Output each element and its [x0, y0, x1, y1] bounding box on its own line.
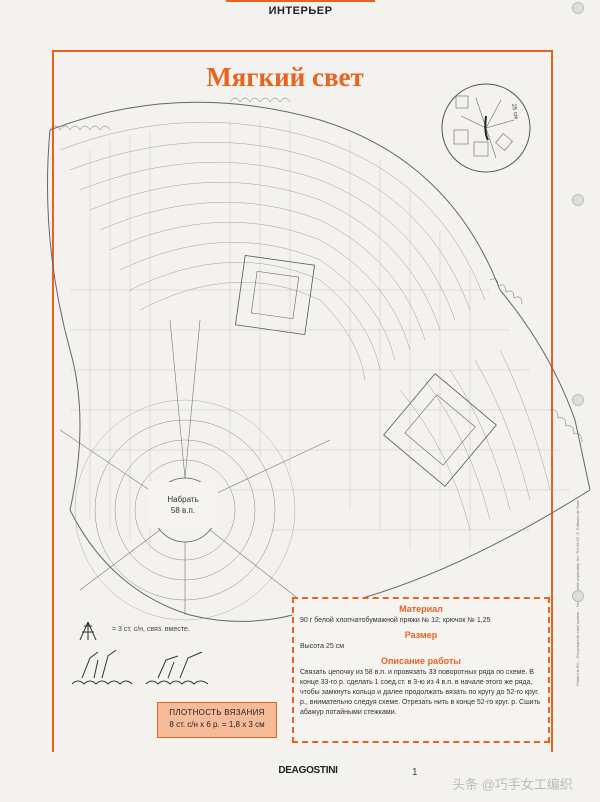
- section-label: ИНТЕРЬЕР: [268, 5, 333, 17]
- gauge-heading: ПЛОТНОСТЬ ВЯЗАНИЯ: [169, 708, 265, 717]
- binder-hole-4: [572, 590, 584, 602]
- thumbnail-size-label: 25 см: [510, 103, 519, 119]
- page-frame: [52, 50, 553, 752]
- size-heading: Размер: [404, 630, 438, 640]
- crochet-chart: [47, 97, 591, 622]
- binder-hole-1: [572, 2, 584, 14]
- center-start-label: Набрать 58 в.п.: [148, 482, 218, 528]
- page-title: Мягкий свет: [200, 60, 370, 94]
- binder-hole-2: [572, 194, 584, 206]
- gauge-box: ПЛОТНОСТЬ ВЯЗАНИЯ 8 ст. с/н х 6 р. = 1,8…: [157, 702, 277, 738]
- material-heading: Материал: [399, 604, 443, 614]
- lampshade-thumbnail: 25 см: [441, 83, 531, 173]
- binder-hole-3: [572, 394, 584, 406]
- center-label-line-1: Набрать: [167, 495, 199, 504]
- material-text: 90 г белой хлопчатобумажной пряжи № 12; …: [300, 617, 491, 624]
- gauge-value: 8 ст. с/н х 6 р. = 1,8 х 3 см: [169, 720, 265, 729]
- legend-text: = 3 ст. с/н, связ. вместе.: [112, 626, 190, 633]
- header-bar: [226, 0, 375, 2]
- size-text: Высота 25 см: [300, 643, 345, 650]
- cluster-stitch-icon: [79, 621, 97, 641]
- watermark: 头条 @巧手女工编织: [452, 777, 573, 792]
- brand-logo: DEAGOSTINI: [278, 765, 338, 776]
- side-print-text: Printed in EU – Encyclopedic card system…: [575, 499, 580, 686]
- instructions-box: Материал 90 г белой хлопчатобумажной пря…: [292, 597, 550, 743]
- stitch-diagrams: [71, 649, 209, 685]
- work-heading: Описание работы: [381, 656, 461, 666]
- work-text: Связать цепочку из 58 в.п. и провязать 3…: [300, 669, 541, 716]
- center-label-line-2: 58 в.п.: [170, 506, 196, 515]
- page-number: 1: [412, 767, 418, 778]
